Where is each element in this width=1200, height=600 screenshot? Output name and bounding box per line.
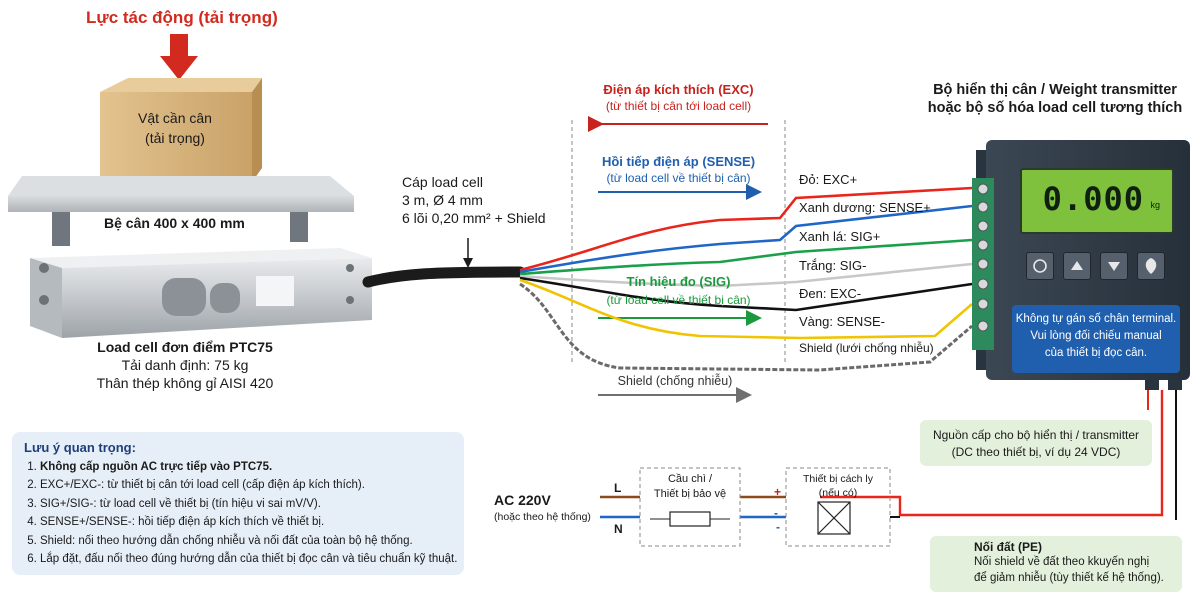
box-label-line1: Vật cần cân <box>138 110 212 126</box>
loadcell-name: Load cell đơn điểm PTC75 <box>97 339 273 355</box>
box-label-line2: (tải trọng) <box>145 130 205 146</box>
exc-sub: (từ thiết bị cân tới load cell) <box>605 99 752 113</box>
note-item: Shield: nối theo hướng dẫn chống nhiễu v… <box>40 532 470 550</box>
power-title: Nguồn cấp cho bộ hiển thị / transmitter <box>932 428 1140 442</box>
shield-label: Shield (chống nhiễu) <box>617 374 733 388</box>
fuse-line1: Cầu chì / <box>667 473 713 485</box>
dc-minus-1: - <box>774 506 778 520</box>
ac-L: L <box>614 481 622 495</box>
platform-label: Bệ cân 400 x 400 mm <box>104 215 245 231</box>
wire-bundle <box>519 186 973 372</box>
sig-title: Tín hiệu đo (SIG) <box>626 274 731 289</box>
cable-spec1: 3 m, Ø 4 mm <box>402 192 483 208</box>
lcd-value: 0.000 <box>1042 180 1144 218</box>
wire-label-red: Đỏ: EXC+ <box>799 172 858 187</box>
loadcell-icon <box>30 248 372 338</box>
wire-label-blue: Xanh dương: SENSE+ <box>799 200 931 215</box>
ac-title: AC 220V <box>494 492 551 508</box>
notes-list: Không cấp nguồn AC trực tiếp vào PTC75. … <box>20 458 470 568</box>
box-icon <box>100 78 262 182</box>
fuse-icon <box>669 511 711 527</box>
terminal-note-line3: của thiết bị đọc cân. <box>1044 347 1148 359</box>
isolator-line1: Thiết bị cách ly <box>802 473 874 485</box>
note-item-text: Không cấp nguồn AC trực tiếp vào PTC75. <box>40 461 273 473</box>
note-item: Không cấp nguồn AC trực tiếp vào PTC75. <box>40 458 470 476</box>
platform-icon <box>8 176 354 246</box>
dc-minus-2: - <box>776 520 780 534</box>
notes-title: Lưu ý quan trọng: <box>24 440 136 455</box>
wire-label-black: Đen: EXC- <box>799 286 862 301</box>
ground-note: Nối đất (PE) Nối shield về đất theo kkuy… <box>930 536 1182 592</box>
note-item: EXC+/EXC-: từ thiết bị cân tới load cell… <box>40 476 470 494</box>
sense-sub: (từ load cell về thiết bị cân) <box>606 171 751 185</box>
terminal-note: Không tự gán số chân terminal. Vui lòng … <box>1012 305 1180 373</box>
important-notes: Lưu ý quan trọng: Không cấp nguồn AC trự… <box>12 432 464 575</box>
dc-plus: + <box>774 485 782 499</box>
wire-label-white: Trắng: SIG- <box>799 258 867 273</box>
power-button[interactable] <box>1026 252 1054 280</box>
fuse-line2: Thiết bị bảo vệ <box>653 488 727 500</box>
wire-label-yellow: Vàng: SENSE- <box>799 314 885 329</box>
note-item: Lắp đặt, đấu nối theo đúng hướng dẫn của… <box>40 550 470 568</box>
note-item: SENSE+/SENSE-: hồi tiếp điện áp kích thí… <box>40 513 470 531</box>
ac-sub: (hoặc theo hệ thống) <box>494 511 591 523</box>
ac-N: N <box>614 522 623 536</box>
sense-title: Hồi tiếp điện áp (SENSE) <box>601 154 756 169</box>
display-title1: Bộ hiển thị cân / Weight transmitter <box>933 82 1177 98</box>
terminal-note-line1: Không tự gán số chân terminal. <box>1015 313 1177 325</box>
cable-title: Cáp load cell <box>402 174 483 190</box>
down-button[interactable] <box>1100 252 1128 280</box>
terminal-note-line2: Vui lòng đối chiếu manual <box>1030 330 1162 342</box>
up-button[interactable] <box>1063 252 1091 280</box>
sig-sub: (từ load cell về thiết bị cân) <box>606 293 751 307</box>
note-item: SIG+/SIG-: từ load cell về thiết bị (tín… <box>40 495 470 513</box>
force-arrow-icon <box>160 34 198 80</box>
cable-icon <box>362 266 526 288</box>
lcd-unit: kg <box>1150 200 1160 210</box>
terminal-screws <box>977 183 989 332</box>
power-note: Nguồn cấp cho bộ hiển thị / transmitter … <box>920 420 1152 466</box>
wire-label-green: Xanh lá: SIG+ <box>799 229 881 244</box>
ground-title: Nối đất (PE) <box>974 540 1042 554</box>
cable-spec2: 6 lõi 0,20 mm² + Shield <box>402 210 546 226</box>
force-label: Lực tác động (tải trọng) <box>86 8 278 27</box>
enter-button[interactable] <box>1137 252 1165 280</box>
wire-label-shield: Shield (lưới chống nhiễu) <box>799 341 934 355</box>
lcd-screen: 0.000 kg <box>1020 168 1174 234</box>
loadcell-material: Thân thép không gỉ AISI 420 <box>96 375 274 391</box>
ground-line1: Nối shield về đất theo kkuyến nghị <box>974 556 1150 568</box>
power-sub: (DC theo thiết bị, ví dụ 24 VDC) <box>951 445 1121 459</box>
isolator-line2: (nếu có) <box>818 487 858 499</box>
isolator-icon <box>817 501 851 535</box>
ground-line2: để giảm nhiễu (tùy thiết kế hệ thống). <box>974 572 1164 584</box>
display-title2: hoặc bộ số hóa load cell tương thích <box>927 100 1183 116</box>
loadcell-capacity: Tải danh định: 75 kg <box>121 357 249 373</box>
exc-title: Điện áp kích thích (EXC) <box>603 82 754 97</box>
